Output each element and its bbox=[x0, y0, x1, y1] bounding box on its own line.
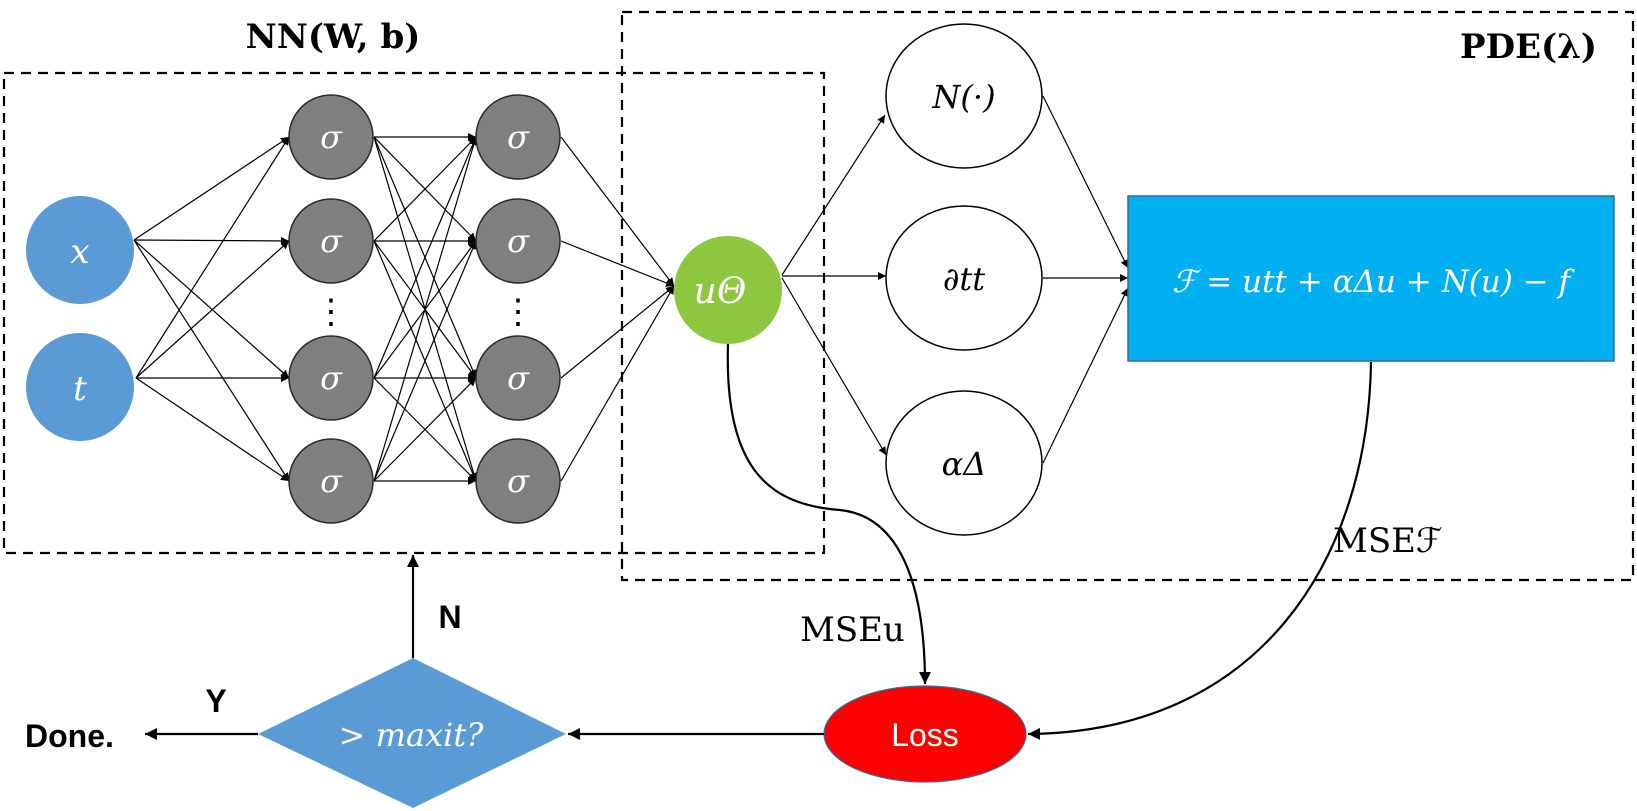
loss-node: Loss bbox=[823, 685, 1027, 783]
input-connection bbox=[133, 239, 290, 379]
operator-laplace-label: αΔ bbox=[942, 445, 987, 483]
decision-node: > maxit? bbox=[258, 658, 566, 808]
input-connection bbox=[133, 236, 290, 245]
input-connection bbox=[133, 136, 290, 241]
input-node-t-label: t bbox=[73, 369, 87, 409]
mse-f-label: MSEℱ bbox=[1333, 521, 1443, 561]
nn-group-box bbox=[2, 71, 826, 555]
operator-dtt-shape bbox=[885, 205, 1043, 351]
hidden-layer-1: σ σ ⋮ σ σ bbox=[288, 94, 374, 524]
branch-no-label: N bbox=[438, 599, 461, 635]
hidden-node bbox=[475, 335, 561, 421]
operator-laplace-shape bbox=[885, 390, 1043, 536]
hidden-node-label: σ bbox=[507, 222, 530, 260]
output-node-label: uΘ bbox=[694, 271, 747, 312]
operator-connection bbox=[781, 277, 887, 456]
branch-yes-label: Y bbox=[205, 683, 226, 719]
decision-label: > maxit? bbox=[339, 716, 485, 754]
flow-residual-to-loss bbox=[1027, 361, 1373, 740]
hidden-layer-2: σ σ ⋮ σ σ bbox=[475, 94, 561, 524]
operator-dtt-label: ∂tt bbox=[943, 260, 985, 298]
output-connection bbox=[560, 136, 675, 287]
hidden-connection bbox=[373, 136, 477, 379]
output-connection bbox=[560, 285, 675, 379]
output-node-shape bbox=[674, 236, 782, 344]
input-node-t: t bbox=[26, 333, 134, 441]
operator-nonlinear-label: N(·) bbox=[931, 78, 995, 116]
input-connection bbox=[133, 239, 290, 482]
output-node: uΘ bbox=[674, 236, 782, 344]
nn-box-title: NN(W, b) bbox=[246, 17, 421, 57]
input-node-t-shape bbox=[26, 333, 134, 441]
operator-nonlinear-shape bbox=[885, 23, 1043, 169]
residual-equation: ℱ = utt + αΔu + N(u) − f bbox=[1172, 264, 1576, 300]
hidden-node-label: σ bbox=[320, 222, 343, 260]
operator-dtt-node: ∂tt bbox=[885, 205, 1043, 351]
input-connection bbox=[135, 240, 290, 379]
loss-label: Loss bbox=[891, 717, 959, 753]
operator-nonlinear-node: N(·) bbox=[885, 23, 1043, 169]
operator-connection bbox=[781, 114, 886, 276]
decision-node-shape bbox=[258, 658, 566, 808]
done-label: Done. bbox=[25, 718, 114, 754]
input-connection bbox=[135, 136, 290, 379]
output-connection bbox=[560, 240, 675, 287]
pde-box-title: PDE(λ) bbox=[1460, 27, 1597, 67]
hidden-connection bbox=[373, 136, 477, 242]
residual-connection bbox=[1042, 95, 1129, 269]
hidden-ellipsis: ⋮ bbox=[314, 292, 348, 332]
hidden-node-label: σ bbox=[507, 359, 530, 397]
output-connection bbox=[560, 285, 675, 482]
hidden-node bbox=[288, 335, 374, 421]
flow-output-to-loss bbox=[726, 343, 931, 685]
hidden-node bbox=[475, 94, 561, 180]
mse-u-label: MSEu bbox=[800, 610, 905, 650]
network-connections bbox=[133, 95, 1129, 485]
hidden-node-label: σ bbox=[320, 462, 343, 500]
hidden-node-label: σ bbox=[320, 359, 343, 397]
hidden-node-label: σ bbox=[507, 462, 530, 500]
operator-laplace-node: αΔ bbox=[885, 390, 1043, 536]
residual-connection bbox=[1042, 287, 1129, 464]
residual-box-shape bbox=[1127, 195, 1615, 362]
residual-box: ℱ = utt + αΔu + N(u) − f bbox=[1127, 195, 1615, 362]
hidden-node bbox=[288, 94, 374, 180]
input-connection bbox=[135, 377, 290, 482]
hidden-node bbox=[475, 438, 561, 524]
hidden-node bbox=[475, 198, 561, 284]
hidden-connection bbox=[373, 240, 477, 482]
hidden-node bbox=[288, 438, 374, 524]
pde-group-box bbox=[620, 10, 1635, 582]
hidden-node-label: σ bbox=[320, 118, 343, 156]
hidden-node-label: σ bbox=[507, 118, 530, 156]
input-node-x-shape bbox=[26, 196, 134, 304]
hidden-connection bbox=[373, 377, 477, 482]
hidden-ellipsis: ⋮ bbox=[501, 292, 535, 332]
input-node-x: x bbox=[26, 196, 134, 304]
input-node-x-label: x bbox=[70, 232, 89, 272]
hidden-node bbox=[288, 198, 374, 284]
hidden-connection bbox=[373, 136, 478, 482]
